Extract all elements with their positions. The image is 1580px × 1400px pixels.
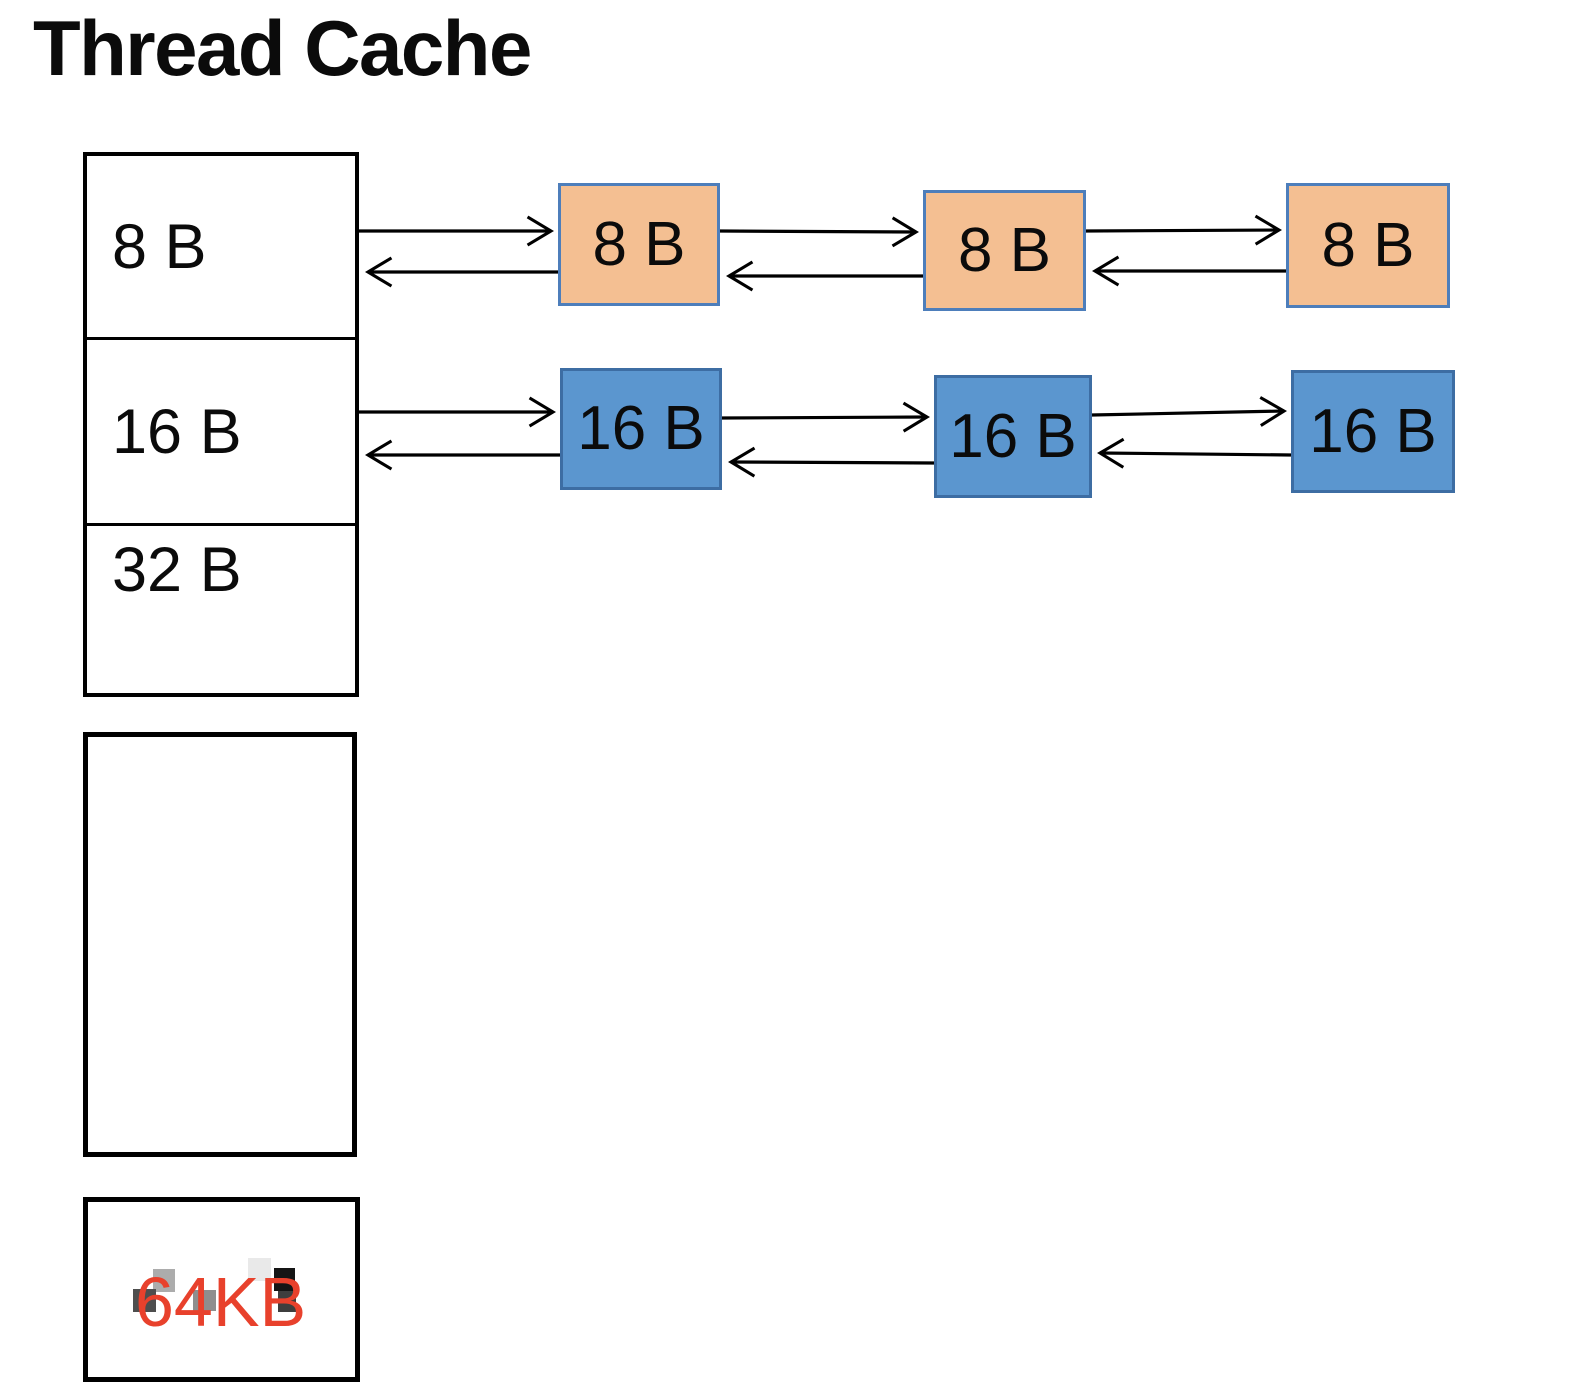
large-block-box: 64KB [83,1197,360,1382]
artifact-square [278,1291,296,1312]
freelist-node: 16 B [934,375,1092,498]
artifact-square [153,1269,175,1292]
size-class-cell-16b: 16 B [87,337,355,523]
size-class-cell-8b: 8 B [87,156,355,337]
freelist-node: 8 B [558,183,720,306]
size-class-cell-32b: 32 B [87,523,355,693]
artifact-square [193,1290,216,1311]
freelist-node: 16 B [1291,370,1455,493]
empty-box [83,732,357,1157]
size-class-label: 32 B [112,535,242,605]
freelist-node: 16 B [560,368,722,490]
size-class-table: 8 B 16 B 32 B [83,152,359,697]
artifact-square [248,1258,271,1281]
artifact-square [274,1268,295,1291]
size-class-label: 16 B [112,396,242,467]
size-class-label: 8 B [112,211,207,282]
page-title: Thread Cache [33,4,532,92]
artifact-square [133,1289,156,1312]
freelist-node: 8 B [1286,183,1450,308]
large-block-label: 64KB [135,1263,307,1341]
freelist-node: 8 B [923,190,1086,311]
